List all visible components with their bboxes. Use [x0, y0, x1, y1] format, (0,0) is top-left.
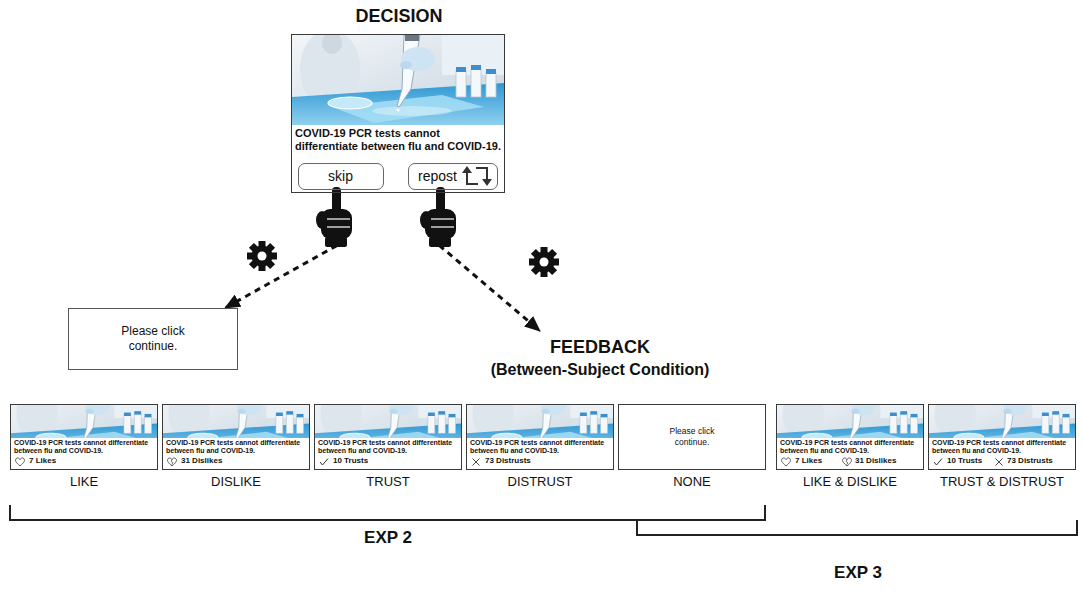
post-text: COVID-19 PCR tests cannot differentiate …	[932, 439, 1072, 455]
reaction-count: 73 Distrusts	[1007, 456, 1053, 466]
section-title: DECISION	[232, 5, 566, 27]
stimulus-card: DECISIONCOVID-19 PCR tests cannot differ…	[291, 34, 505, 193]
dislike-icon	[843, 458, 852, 466]
gear-icon	[247, 241, 277, 271]
blank-feedback-card: Please click continue.NONE	[618, 404, 766, 470]
condition-label: LIKE & DISLIKE	[777, 474, 923, 490]
feedback-card: COVID-19 PCR tests cannot differentiate …	[928, 404, 1076, 470]
screen-message: Please click continue.	[107, 324, 199, 354]
pointing-hand	[316, 187, 352, 247]
post-text: COVID-19 PCR tests cannot differentiate …	[470, 439, 610, 455]
feedback-card: COVID-19 PCR tests cannot differentiate …	[314, 404, 462, 470]
feedback-card: COVID-19 PCR tests cannot differentiate …	[10, 404, 158, 470]
experiment-label: EXP 3	[834, 562, 882, 583]
trust-icon	[934, 459, 942, 466]
reaction-count: 10 Trusts	[947, 456, 982, 466]
blank-screen: Please click continue.	[68, 308, 238, 370]
reaction-count: 7 Likes	[795, 456, 822, 466]
button-label: skip	[299, 164, 382, 188]
dashed-arrow	[225, 190, 336, 308]
distrust-icon	[996, 459, 1003, 466]
like-icon	[782, 458, 791, 466]
dislike-icon	[168, 458, 177, 466]
condition-label: TRUST	[315, 474, 461, 490]
feedback-card: COVID-19 PCR tests cannot differentiate …	[466, 404, 614, 470]
reaction-count: 7 Likes	[29, 456, 56, 466]
dashed-arrow	[440, 190, 540, 331]
repost-button: repost	[408, 163, 498, 190]
button-label: repost	[418, 164, 457, 188]
post-text: COVID-19 PCR tests cannot differentiate …	[295, 127, 503, 153]
condition-label: TRUST & DISTRUST	[929, 474, 1075, 490]
section-title: FEEDBACK	[491, 336, 710, 359]
post-text: COVID-19 PCR tests cannot differentiate …	[780, 439, 920, 455]
trust-icon	[320, 459, 328, 466]
like-icon	[16, 458, 25, 466]
feedback-card: COVID-19 PCR tests cannot differentiate …	[162, 404, 310, 470]
group-bracket	[10, 505, 765, 520]
post-text: COVID-19 PCR tests cannot differentiate …	[166, 439, 306, 455]
gear-icon	[529, 247, 559, 277]
condition-label: DISLIKE	[163, 474, 309, 490]
condition-label: NONE	[619, 474, 765, 490]
group-bracket	[637, 520, 1077, 535]
experiment-label: EXP 2	[364, 527, 412, 548]
distrust-icon	[473, 459, 480, 466]
feedback-card: COVID-19 PCR tests cannot differentiate …	[776, 404, 924, 470]
post-text: COVID-19 PCR tests cannot differentiate …	[318, 439, 458, 455]
lab-photo	[292, 29, 504, 125]
condition-label: LIKE	[11, 474, 157, 490]
skip-button: skip	[298, 163, 384, 190]
condition-label: DISTRUST	[467, 474, 613, 490]
reaction-count: 10 Trusts	[333, 456, 368, 466]
reaction-count: 31 Dislikes	[181, 456, 222, 466]
post-text: COVID-19 PCR tests cannot differentiate …	[14, 439, 154, 455]
pointing-hand	[420, 187, 456, 247]
section-subtitle: (Between-Subject Condition)	[491, 359, 710, 380]
reaction-count: 73 Distrusts	[485, 456, 531, 466]
reaction-count: 31 Dislikes	[855, 456, 896, 466]
feedback-heading: FEEDBACK(Between-Subject Condition)	[487, 331, 714, 382]
screen-message: Please click continue.	[656, 426, 728, 447]
repost-icon	[462, 166, 492, 186]
